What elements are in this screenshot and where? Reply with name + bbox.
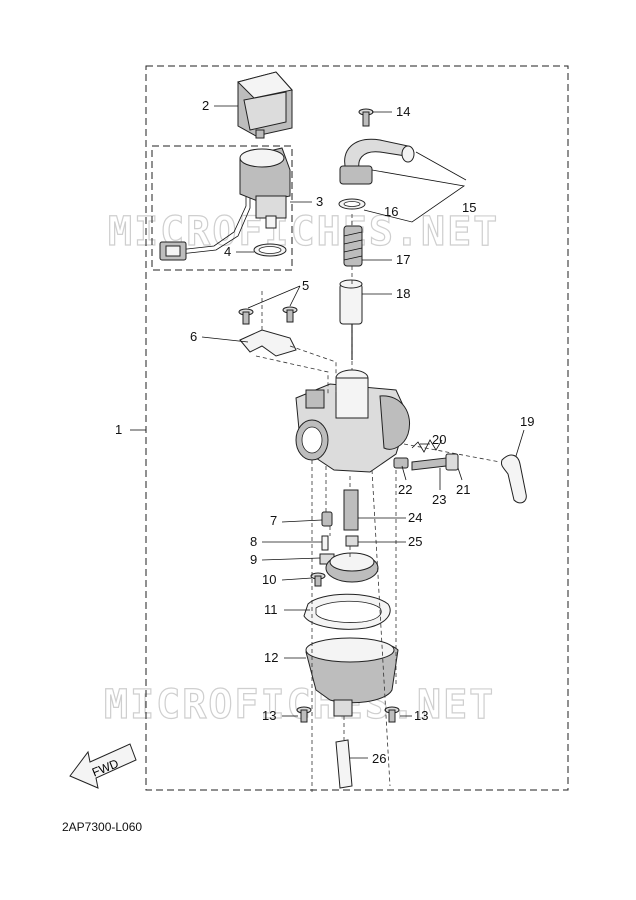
callout-9: 9 bbox=[250, 552, 257, 567]
part-3-choke bbox=[159, 147, 291, 261]
callout-13-left: 13 bbox=[262, 708, 276, 723]
callout-25: 25 bbox=[408, 534, 422, 549]
callout-26: 26 bbox=[372, 751, 386, 766]
part-22-spring bbox=[393, 457, 409, 469]
part-25-main-jet bbox=[345, 535, 359, 547]
part-15-cable-elbow bbox=[339, 138, 415, 185]
part-2-cover bbox=[237, 71, 293, 139]
callout-4: 4 bbox=[224, 244, 231, 259]
callout-2: 2 bbox=[202, 98, 209, 113]
diagram-code: 2AP7300-L060 bbox=[62, 820, 143, 834]
part-6-plate bbox=[239, 329, 297, 357]
callout-16: 16 bbox=[384, 204, 398, 219]
callout-numbers: 1 2 3 4 5 6 7 8 9 10 11 12 13 13 14 15 1… bbox=[115, 98, 534, 766]
callout-23: 23 bbox=[432, 492, 446, 507]
watermark-bottom: MICROFICHES.NET bbox=[104, 682, 495, 728]
part-14-screw bbox=[358, 108, 374, 127]
alignment-lines bbox=[255, 214, 501, 792]
part-26-drain-hose bbox=[335, 739, 353, 789]
callout-1: 1 bbox=[115, 422, 122, 437]
callout-11: 11 bbox=[264, 602, 278, 617]
part-13-screw-right bbox=[384, 706, 400, 723]
part-17-spring bbox=[343, 225, 363, 267]
float bbox=[325, 552, 379, 583]
callout-19: 19 bbox=[520, 414, 534, 429]
part-12-float-bowl bbox=[305, 637, 399, 717]
part-13-screw-left bbox=[296, 706, 312, 723]
callout-3: 3 bbox=[316, 194, 323, 209]
callout-22: 22 bbox=[398, 482, 412, 497]
callout-8: 8 bbox=[250, 534, 257, 549]
callout-leaders bbox=[130, 105, 525, 759]
callout-6: 6 bbox=[190, 329, 197, 344]
part-8-pin bbox=[321, 535, 329, 551]
callout-14: 14 bbox=[396, 104, 410, 119]
part-5-screws bbox=[238, 306, 298, 325]
callout-5: 5 bbox=[302, 278, 309, 293]
part-19-hose bbox=[501, 454, 527, 504]
subassembly-frame bbox=[151, 145, 293, 271]
callout-13-right: 13 bbox=[414, 708, 428, 723]
part-24-needle-jet bbox=[343, 489, 359, 531]
part-7-jet bbox=[321, 511, 333, 527]
carburetor-body bbox=[295, 369, 410, 473]
callout-17: 17 bbox=[396, 252, 410, 267]
part-23-screw bbox=[411, 457, 447, 471]
part-18-throttle-valve bbox=[339, 279, 363, 360]
callout-15: 15 bbox=[462, 200, 476, 215]
part-20-spring bbox=[411, 439, 443, 453]
callout-7: 7 bbox=[270, 513, 277, 528]
assembly-frame bbox=[145, 65, 569, 791]
callout-21: 21 bbox=[456, 482, 470, 497]
callout-18: 18 bbox=[396, 286, 410, 301]
callout-20: 20 bbox=[432, 432, 446, 447]
callout-10: 10 bbox=[262, 572, 276, 587]
part-10-screw bbox=[310, 572, 326, 587]
fwd-arrow-icon: FWD bbox=[69, 743, 137, 789]
callout-12: 12 bbox=[264, 650, 278, 665]
callout-24: 24 bbox=[408, 510, 422, 525]
part-21-screw bbox=[445, 453, 459, 471]
